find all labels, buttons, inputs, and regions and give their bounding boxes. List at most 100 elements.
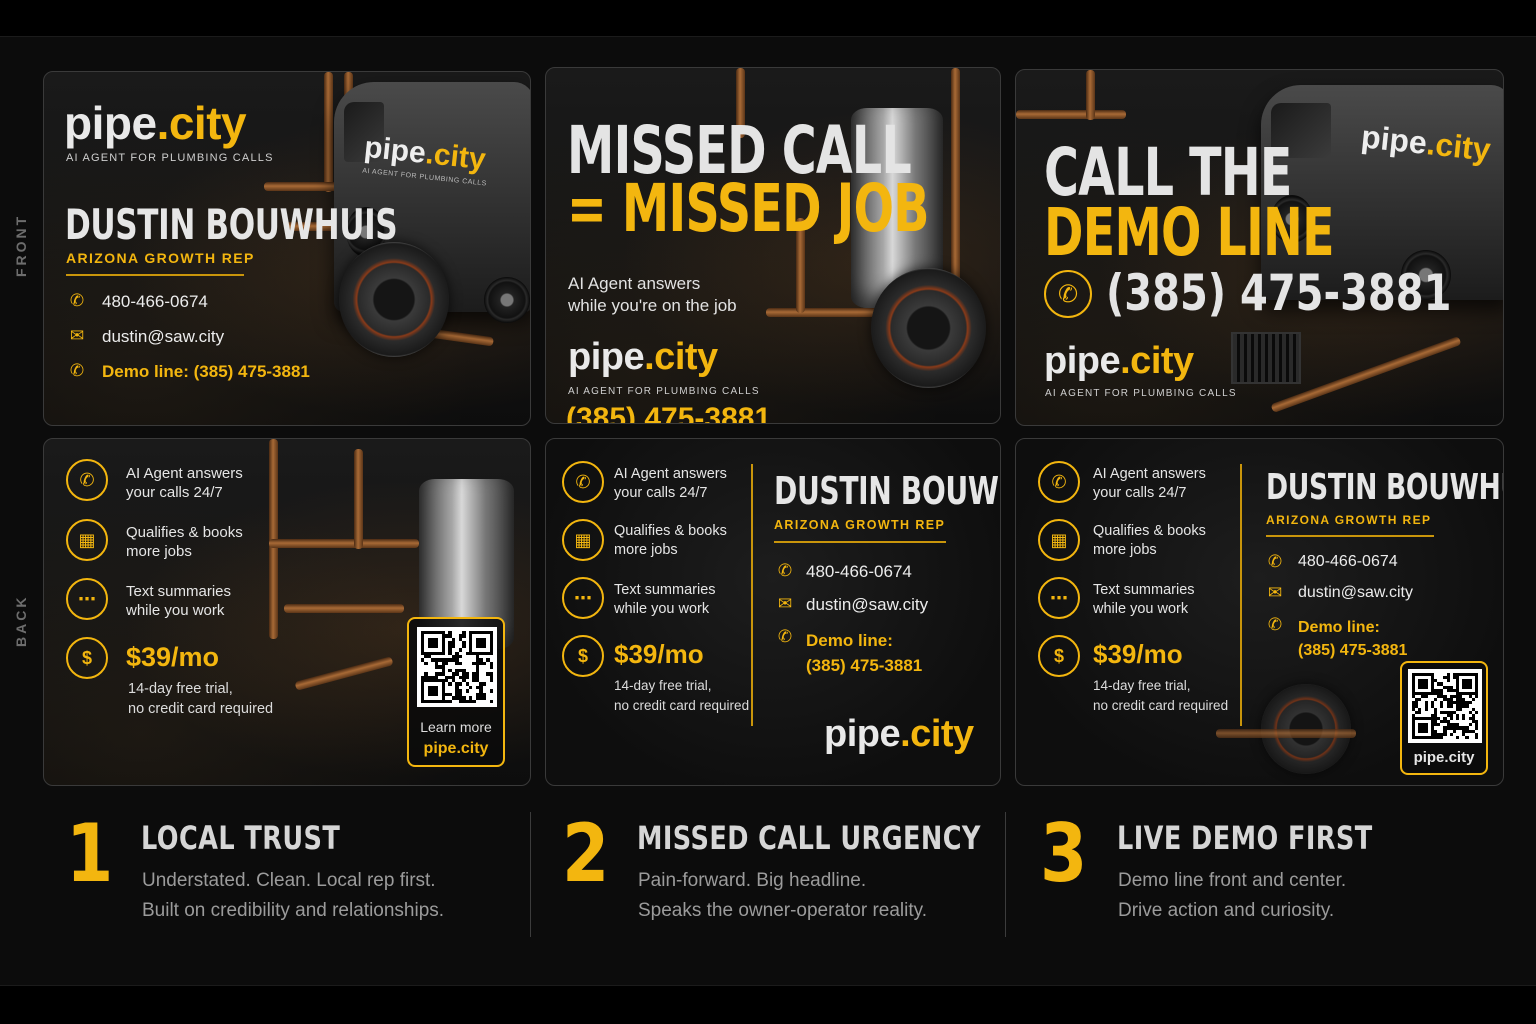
van-illustration: pipe.city — [1261, 85, 1503, 300]
trial-note: 14-day free trial, no credit card requir… — [1093, 676, 1228, 716]
dollar-icon: $ — [562, 635, 604, 677]
feature-1: AI Agent answers your calls 24/7 — [614, 465, 727, 503]
phone-icon: ✆ — [1038, 461, 1080, 503]
trial-line2: no credit card required — [614, 698, 750, 713]
concept-number-3: 3 — [1040, 807, 1088, 900]
feature-1-line2: your calls 24/7 — [126, 484, 223, 501]
headline-line1: CALL THE — [1044, 134, 1292, 211]
demo-phone[interactable]: (385) 475-3881 — [566, 402, 772, 424]
van-logo: pipe.city — [1359, 118, 1493, 168]
front-card-local-trust: pipe.city AI AGENT FOR PLUMBING CALLS pi… — [43, 71, 531, 426]
feature-1-line2: your calls 24/7 — [1093, 485, 1187, 501]
concept-desc-2b: Speaks the owner-operator reality. — [638, 900, 928, 921]
legend-divider — [530, 812, 531, 937]
vertical-divider — [751, 464, 753, 726]
subhead: AI Agent answers while you're on the job — [568, 273, 737, 317]
envelope-icon: ✉ — [777, 594, 793, 613]
feature-2-line1: Qualifies & books — [1093, 523, 1206, 539]
demo-number[interactable]: (385) 475-3881 — [1298, 642, 1408, 659]
rep-name: DUSTIN BOUWHUIS — [65, 200, 398, 249]
pipe-decoration — [796, 218, 805, 313]
rep-phone[interactable]: 480-466-0674 — [806, 562, 912, 581]
pipe-decoration — [1016, 110, 1126, 119]
trial-line1: 14-day free trial, — [614, 678, 712, 693]
chat-bubble-icon: ⋯ — [562, 577, 604, 619]
phone-icon: ✆ — [777, 627, 793, 646]
vertical-divider — [1240, 464, 1242, 726]
rep-email[interactable]: dustin@saw.city — [102, 327, 225, 346]
phone-icon: ✆ — [562, 461, 604, 503]
phone-icon: ✆ — [777, 561, 793, 580]
feature-2-line1: Qualifies & books — [614, 523, 727, 539]
feature-3-line2: while you work — [1093, 601, 1189, 617]
feature-1-line1: AI Agent answers — [614, 466, 727, 482]
dollar-icon: $ — [1038, 635, 1080, 677]
demo-line[interactable]: Demo line: (385) 475-3881 — [1298, 616, 1407, 662]
pipe-decoration — [736, 68, 745, 138]
envelope-icon: ✉ — [1267, 583, 1283, 602]
qr-url[interactable]: pipe.city — [1413, 749, 1475, 766]
divider-rule — [1266, 535, 1434, 537]
demo-label: Demo line: — [1298, 619, 1380, 636]
design-board: FRONT BACK pipe.city AI AGENT FOR PLUMBI… — [0, 36, 1536, 986]
demo-number[interactable]: (385) 475-3881 — [806, 656, 923, 675]
concept-title-3: LIVE DEMO FIRST — [1117, 819, 1373, 857]
pipe-decoration — [1086, 70, 1095, 120]
qr-code[interactable] — [1408, 669, 1482, 743]
pipe-decoration — [294, 656, 394, 691]
feature-3-line1: Text summaries — [614, 582, 716, 598]
rep-role: ARIZONA GROWTH REP — [66, 250, 255, 266]
envelope-icon: ✉ — [69, 326, 85, 345]
feature-2: Qualifies & books more jobs — [126, 523, 243, 561]
demo-line[interactable]: Demo line: (385) 475-3881 — [102, 362, 310, 381]
feature-3-line2: while you work — [126, 602, 225, 619]
rep-phone[interactable]: 480-466-0674 — [102, 292, 208, 311]
rep-name: DUSTIN BOUWHUIS — [1266, 467, 1503, 508]
brand-logo: pipe.city — [1044, 340, 1194, 382]
qr-panel[interactable]: Learn more pipe.city — [407, 617, 505, 767]
concept-desc-3b: Drive action and curiosity. — [1118, 900, 1335, 921]
phone-icon: ✆ — [69, 361, 85, 380]
feature-1-line1: AI Agent answers — [126, 465, 243, 482]
demo-label: Demo line: — [806, 631, 893, 650]
qr-code[interactable] — [417, 627, 497, 707]
drain-reel-illustration — [339, 242, 449, 357]
feature-2-line2: more jobs — [1093, 542, 1157, 558]
concept-number-2: 2 — [562, 807, 610, 900]
concept-desc-1b: Built on credibility and relationships. — [142, 900, 445, 921]
phone-icon: ✆ — [1267, 615, 1283, 634]
feature-3-line2: while you work — [614, 601, 710, 617]
demo-line[interactable]: Demo line: (385) 475-3881 — [806, 628, 922, 678]
drain-reel-illustration — [871, 268, 986, 388]
demo-phone[interactable]: (385) 475-3881 — [1106, 264, 1452, 322]
price: $39/mo — [1093, 639, 1183, 669]
concept-number-1: 1 — [66, 807, 114, 900]
rep-email[interactable]: dustin@saw.city — [1298, 584, 1413, 601]
headline-line2: DEMO LINE — [1044, 194, 1335, 271]
brand-tagline: AI AGENT FOR PLUMBING CALLS — [1045, 388, 1237, 399]
feature-1: AI Agent answers your calls 24/7 — [126, 464, 243, 502]
headline-line2: = MISSED JOB — [567, 170, 929, 247]
concept-title-2: MISSED CALL URGENCY — [637, 819, 981, 857]
trial-line2: no credit card required — [1093, 698, 1229, 713]
phone-icon: ✆ — [1267, 552, 1283, 571]
trial-note: 14-day free trial, no credit card requir… — [128, 679, 273, 719]
front-card-demo-line: pipe.city CALL THE DEMO LINE ✆ (385) 475… — [1015, 69, 1504, 426]
pipe-decoration — [264, 182, 354, 191]
calendar-icon: ▦ — [1038, 519, 1080, 561]
qr-url[interactable]: pipe.city — [423, 740, 489, 757]
pipe-decoration — [354, 449, 363, 549]
feature-2-line2: more jobs — [126, 543, 192, 560]
rep-email[interactable]: dustin@saw.city — [806, 595, 929, 614]
dollar-icon: $ — [66, 637, 108, 679]
concept-desc-2a: Pain-forward. Big headline. — [638, 870, 867, 891]
qr-panel[interactable]: pipe.city — [1400, 661, 1488, 775]
subhead-line1: AI Agent answers — [568, 274, 701, 293]
brand-logo: pipe.city — [568, 336, 718, 378]
qr-caption: Learn more — [420, 719, 492, 735]
price: $39/mo — [126, 642, 220, 672]
pipe-decoration — [284, 604, 404, 613]
phone-icon: ✆ — [69, 291, 85, 310]
rep-phone[interactable]: 480-466-0674 — [1298, 553, 1398, 570]
price: $39/mo — [614, 639, 704, 669]
